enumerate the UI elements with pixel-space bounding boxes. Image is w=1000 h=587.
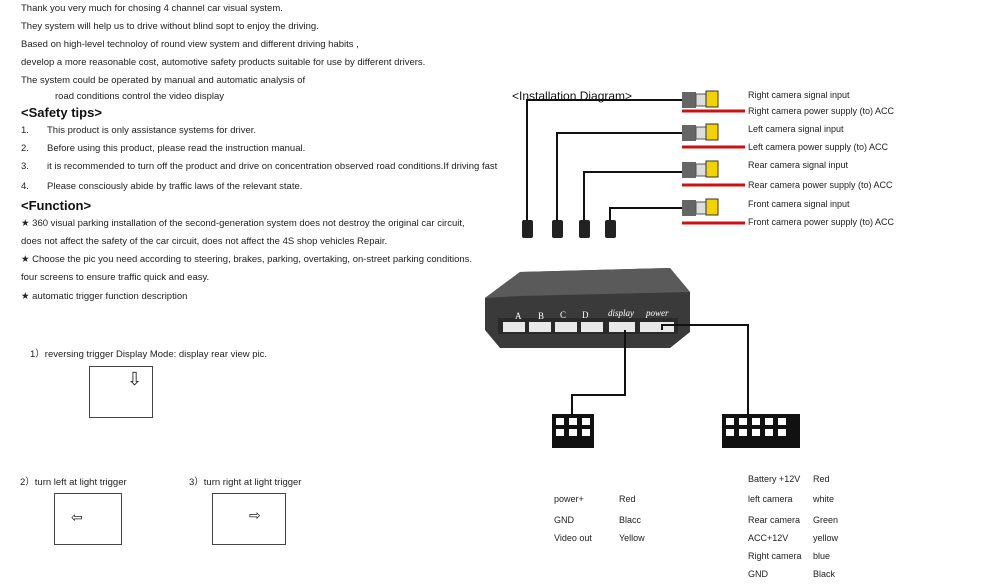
function-title: <Function>: [21, 198, 92, 213]
port-label-power: power: [646, 308, 669, 318]
wire-right-color-5: blue: [813, 551, 831, 561]
safety-num-2: 2.: [21, 143, 29, 154]
safety-text-3: it is recommended to turn off the produc…: [47, 161, 498, 172]
power-wires: [682, 109, 745, 225]
wire-right-name-4: ACC+12V: [748, 533, 789, 543]
signal-label-3: Left camera signal input: [748, 124, 844, 134]
display-connector: [552, 414, 594, 448]
mode-left-label: 2）turn left at light trigger: [20, 477, 127, 488]
safety-num-3: 3.: [21, 161, 29, 172]
signal-label-6: Rear camera power supply (to) ACC: [748, 180, 893, 190]
port-label-a: A: [515, 311, 522, 321]
wire-left-color-3: Yellow: [619, 533, 645, 543]
function-line-4: four screens to ensure traffic quick and…: [21, 272, 210, 283]
port-label-b: B: [538, 311, 545, 321]
wire-right-color-3: Green: [813, 515, 839, 525]
wire-left-name-2: GND: [554, 515, 574, 525]
safety-title: <Safety tips>: [21, 105, 102, 120]
mode-right-label: 3）turn right at light trigger: [189, 477, 302, 488]
mode-right-box: ⇨: [212, 493, 286, 545]
signal-label-2: Right camera power supply (to) ACC: [748, 106, 895, 116]
signal-label-7: Front camera signal input: [748, 199, 850, 209]
wire-left-color-1: Red: [619, 494, 636, 504]
function-line-1: ★ 360 visual parking installation of the…: [21, 218, 465, 229]
port-label-c: C: [560, 310, 567, 320]
signal-label-4: Left camera power supply (to) ACC: [748, 142, 889, 152]
wire-right-name-6: GND: [748, 569, 768, 579]
signal-label-8: Front camera power supply (to) ACC: [748, 217, 895, 227]
signal-label-5: Rear camera signal input: [748, 160, 849, 170]
mode-reverse-label: 1）reversing trigger Display Mode: displa…: [30, 349, 268, 360]
safety-num-4: 4.: [21, 181, 29, 192]
arrow-right-icon: ⇨: [249, 507, 261, 523]
wire-left-name-3: Video out: [554, 533, 592, 543]
function-line-5: ★ automatic trigger function description: [21, 291, 188, 302]
intro-line-6: road conditions control the video displa…: [55, 91, 224, 102]
intro-line-4: develop a more reasonable cost, automoti…: [21, 57, 426, 68]
intro-line-2: They system will help us to drive withou…: [21, 21, 319, 32]
arrow-down-icon: ⇩: [127, 369, 143, 389]
safety-text-1: This product is only assistance systems …: [47, 125, 257, 136]
safety-num-1: 1.: [21, 125, 29, 136]
wire-left-color-2: Blacc: [619, 515, 642, 525]
control-box: [485, 268, 690, 348]
intro-line-3: Based on high-level technoloy of round v…: [21, 39, 359, 50]
mode-left-box: ⇦: [54, 493, 122, 545]
power-connector: [722, 414, 800, 448]
connector-plugs: [522, 220, 616, 238]
function-line-2: does not affect the safety of the car ci…: [21, 236, 388, 247]
safety-text-2: Before using this product, please read t…: [47, 143, 306, 154]
arrow-left-icon: ⇦: [71, 509, 83, 525]
wire-right-name-3: Rear camera: [748, 515, 801, 525]
wire-right-color-6: Black: [813, 569, 836, 579]
port-label-d: D: [582, 310, 589, 320]
function-line-3: ★ Choose the pic you need according to s…: [21, 254, 473, 265]
signal-label-1: Right camera signal input: [748, 90, 850, 100]
wire-right-name-2: left camera: [748, 494, 793, 504]
wire-right-color-2: white: [813, 494, 835, 504]
wire-right-name-5: Right camera: [748, 551, 802, 561]
port-label-display: display: [608, 308, 634, 318]
wire-right-color-1: Red: [813, 474, 830, 484]
mode-reverse-box: ⇩: [89, 366, 153, 418]
intro-line-5: The system could be operated by manual a…: [21, 75, 306, 86]
safety-text-4: Please consciously abide by traffic laws…: [47, 181, 303, 192]
camera-connectors: [682, 90, 719, 216]
intro-line-1: Thank you very much for chosing 4 channe…: [21, 3, 283, 14]
wire-left-name-1: power+: [554, 494, 584, 504]
diagram-title: <Installation Diagram>: [512, 89, 633, 103]
wire-right-name-1: Battery +12V: [748, 474, 801, 484]
wire-right-color-4: yellow: [813, 533, 839, 543]
